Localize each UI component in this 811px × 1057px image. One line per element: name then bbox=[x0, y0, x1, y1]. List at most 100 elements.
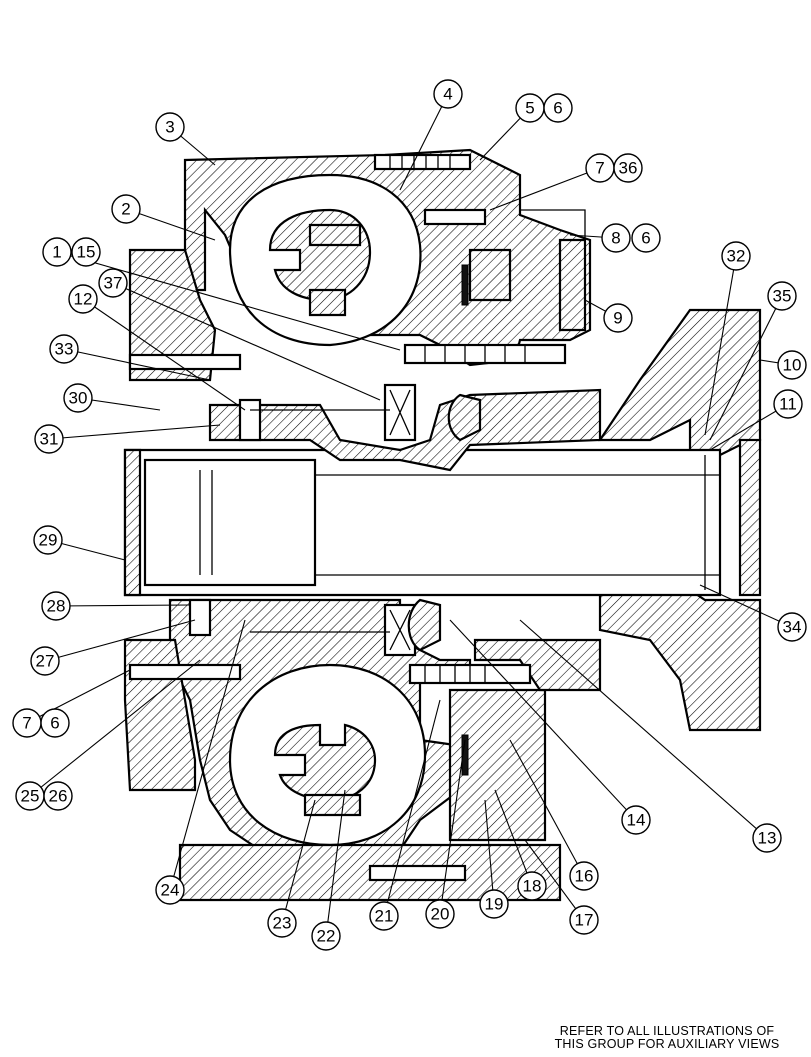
callout-35: 19 bbox=[479, 889, 509, 919]
callout-10: 1 bbox=[42, 237, 72, 267]
callout-circle bbox=[155, 875, 185, 905]
callout-label: 11 bbox=[779, 395, 797, 414]
callout-label: 21 bbox=[375, 907, 394, 926]
callout-label: 13 bbox=[758, 829, 777, 848]
callout-23: 28 bbox=[41, 591, 71, 621]
callout-circle bbox=[721, 241, 751, 271]
leader-line-39 bbox=[281, 799, 316, 924]
lower-housing bbox=[123, 598, 602, 902]
callout-label: 32 bbox=[727, 247, 746, 266]
callout-circle bbox=[569, 861, 599, 891]
callout-label: 18 bbox=[523, 877, 542, 896]
callout-label: 25 bbox=[21, 787, 40, 806]
leader-line-35 bbox=[484, 799, 495, 905]
callout-15: 12 bbox=[68, 284, 98, 314]
callout-9: 6 bbox=[631, 223, 661, 253]
callout-4: 3 bbox=[155, 112, 185, 142]
callout-label: 30 bbox=[69, 389, 88, 408]
callout-circle bbox=[777, 612, 807, 642]
leader-line-26 bbox=[26, 669, 131, 724]
callout-circle bbox=[267, 908, 297, 938]
leader-line-40 bbox=[325, 789, 346, 937]
callout-label: 14 bbox=[627, 811, 646, 830]
callout-17: 10 bbox=[777, 350, 807, 380]
leader-line-36 bbox=[439, 739, 466, 915]
callout-circle bbox=[40, 708, 70, 738]
callout-label: 10 bbox=[783, 356, 802, 375]
callout-circle bbox=[603, 303, 633, 333]
leader-line-33 bbox=[169, 619, 246, 891]
callout-label: 12 bbox=[74, 290, 93, 309]
footer-note-line1: REFER TO ALL ILLUSTRATIONS OF bbox=[559, 1024, 775, 1038]
callout-7: 2 bbox=[111, 194, 141, 224]
leader-line-38 bbox=[524, 839, 585, 921]
leader-line-34 bbox=[494, 789, 533, 887]
callout-label: 23 bbox=[273, 914, 292, 933]
callout-21: 31 bbox=[34, 424, 64, 454]
callout-37: 21 bbox=[369, 901, 399, 931]
callout-20: 11 bbox=[773, 389, 803, 419]
leader-line-15 bbox=[82, 298, 246, 411]
callout-label: 36 bbox=[619, 159, 638, 178]
callout-32: 16 bbox=[569, 861, 599, 891]
callout-label: 15 bbox=[77, 243, 96, 262]
callout-circle bbox=[30, 646, 60, 676]
leader-line-37 bbox=[383, 699, 441, 917]
callout-circle bbox=[433, 79, 463, 109]
callout-label: 27 bbox=[36, 652, 55, 671]
callout-26: 7 bbox=[12, 708, 42, 738]
callout-31: 26 bbox=[43, 781, 73, 811]
callout-11: 15 bbox=[71, 237, 101, 267]
callout-label: 6 bbox=[50, 714, 59, 733]
leader-line-5 bbox=[489, 167, 601, 211]
main-shaft bbox=[123, 448, 722, 597]
callout-label: 6 bbox=[641, 229, 650, 248]
callout-1: 4 bbox=[433, 79, 463, 109]
callout-circle bbox=[773, 389, 803, 419]
callout-24: 34 bbox=[777, 612, 807, 642]
callout-label: 4 bbox=[443, 85, 452, 104]
callout-label: 37 bbox=[104, 274, 123, 293]
callout-39: 23 bbox=[267, 908, 297, 938]
callout-label: 24 bbox=[161, 881, 180, 900]
callout-6: 36 bbox=[613, 153, 643, 183]
callout-circle bbox=[63, 383, 93, 413]
callout-circle bbox=[425, 899, 455, 929]
callout-label: 17 bbox=[575, 911, 594, 930]
callout-12: 32 bbox=[721, 241, 751, 271]
leader-line-1 bbox=[399, 93, 449, 191]
leader-line-29 bbox=[519, 619, 768, 839]
callout-22: 29 bbox=[33, 525, 63, 555]
callout-13: 37 bbox=[98, 268, 128, 298]
callout-circle bbox=[621, 805, 651, 835]
callout-27: 6 bbox=[40, 708, 70, 738]
upper-housing bbox=[128, 148, 592, 382]
leader-line-20 bbox=[709, 403, 789, 451]
callout-label: 16 bbox=[575, 867, 594, 886]
leader-line-13 bbox=[112, 282, 381, 401]
callout-36: 20 bbox=[425, 899, 455, 929]
callout-14: 35 bbox=[767, 281, 797, 311]
callout-label: 1 bbox=[52, 243, 61, 262]
callout-circle bbox=[601, 223, 631, 253]
callout-circle bbox=[369, 901, 399, 931]
leader-line-28 bbox=[449, 619, 637, 821]
leader-line-25 bbox=[44, 619, 196, 662]
callout-circle bbox=[569, 905, 599, 935]
callout-label: 31 bbox=[40, 430, 59, 449]
callout-label: 28 bbox=[47, 597, 66, 616]
callout-label: 19 bbox=[485, 895, 504, 914]
callout-33: 24 bbox=[155, 875, 185, 905]
callout-25: 27 bbox=[30, 646, 60, 676]
callout-label: 7 bbox=[595, 159, 604, 178]
callout-3: 6 bbox=[543, 93, 573, 123]
callout-5: 7 bbox=[585, 153, 615, 183]
callout-label: 29 bbox=[39, 531, 58, 550]
callout-30: 25 bbox=[15, 781, 45, 811]
callout-circle bbox=[71, 237, 101, 267]
callout-circle bbox=[777, 350, 807, 380]
callout-label: 6 bbox=[553, 99, 562, 118]
callout-circle bbox=[517, 871, 547, 901]
